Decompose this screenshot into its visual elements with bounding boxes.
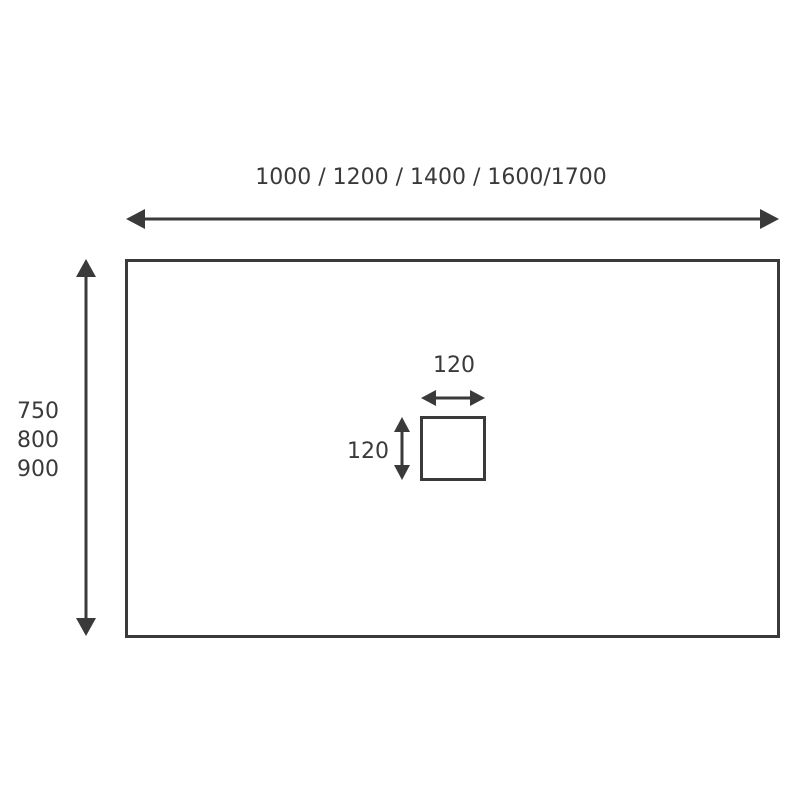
tray-height-labels: 750 800 900 [17,399,59,482]
waste-arrow-right-head [470,390,485,406]
tray-width-label: 1000 / 1200 / 1400 / 1600/1700 [255,165,607,190]
height-label-800: 800 [17,428,59,453]
height-label-750: 750 [17,399,59,424]
waste-arrow-down-head [394,465,410,480]
waste-arrow-up-head [394,417,410,432]
height-label-900: 900 [17,457,59,482]
arrow-left-head [126,209,145,229]
arrow-right-head [760,209,779,229]
tray-height-arrow [76,259,96,636]
tray-width-arrow [126,209,779,229]
waste-width-label: 120 [433,353,475,378]
waste-height-label: 120 [347,439,389,464]
shower-tray-outline [125,259,780,638]
arrow-up-head [76,259,96,277]
arrow-down-head [76,618,96,636]
waste-width-arrow [421,390,485,406]
waste-height-arrow [394,417,410,480]
waste-outlet-square [420,416,486,481]
waste-arrow-left-head [421,390,436,406]
